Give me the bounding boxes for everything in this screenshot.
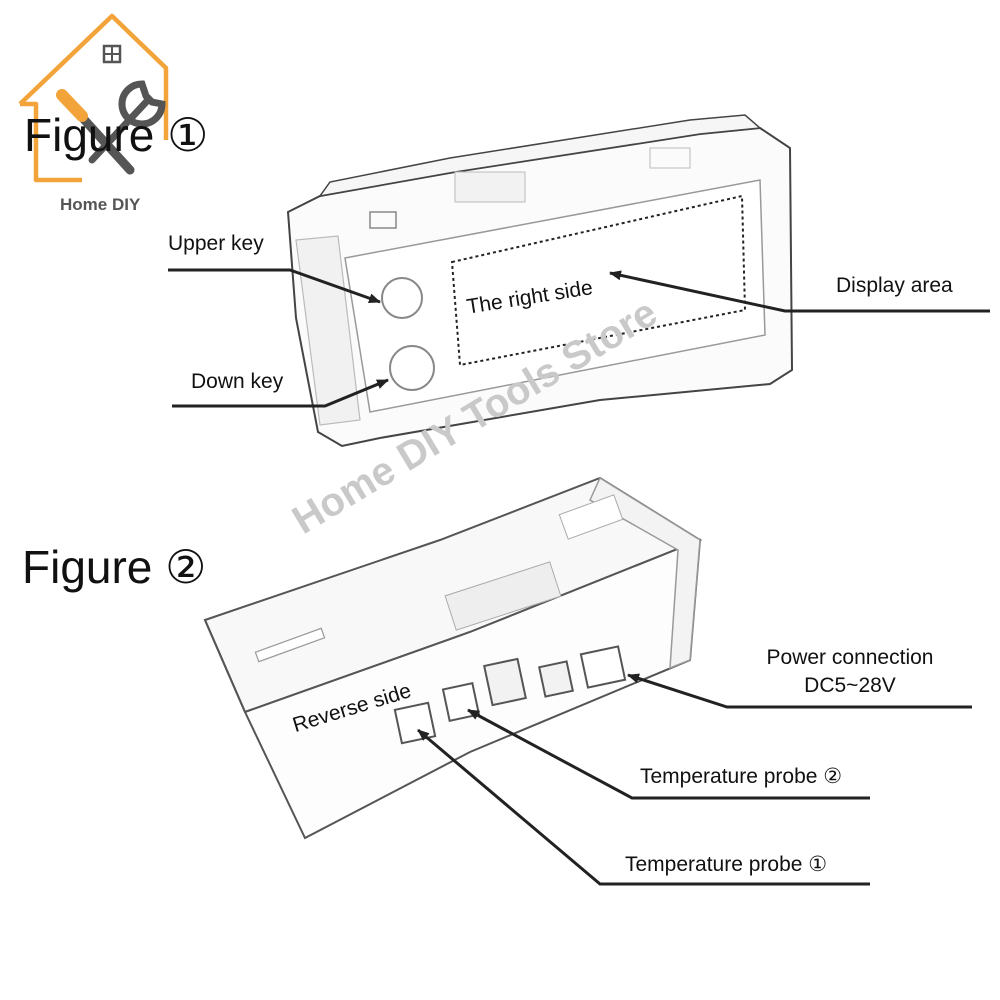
power-port <box>581 646 625 687</box>
down-key-button <box>390 346 434 390</box>
figure1-title: Figure ① <box>24 108 208 162</box>
power-voltage-label: DC5~28V <box>752 674 948 698</box>
probe-2-label: Temperature probe ② <box>640 764 842 789</box>
upper-key-button <box>382 278 422 318</box>
logo-brand-text: Home DIY <box>60 195 140 215</box>
probe-label-block <box>484 659 526 705</box>
device-rear <box>205 478 700 838</box>
down-key-label: Down key <box>191 370 283 394</box>
figure2-title: Figure ② <box>22 540 206 594</box>
probe-1-port <box>395 703 435 743</box>
power-label-block <box>539 661 573 696</box>
probe-1-label: Temperature probe ① <box>625 852 827 877</box>
display-area-label: Display area <box>836 274 953 298</box>
probe-2-port <box>443 683 479 721</box>
power-connection-label: Power connection <box>752 646 948 670</box>
upper-key-label: Upper key <box>168 232 264 256</box>
